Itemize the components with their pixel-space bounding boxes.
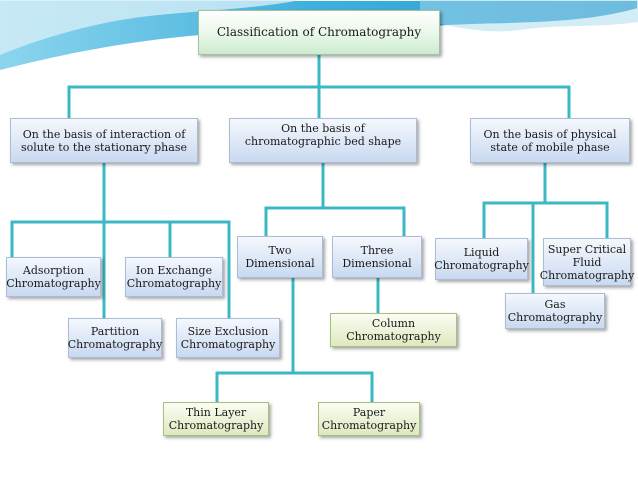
node-column: Column Chromatography <box>330 313 457 347</box>
three-dimensional-label: Three Dimensional <box>342 244 412 270</box>
partition-label: Partition Chromatography <box>67 325 163 351</box>
node-ion-exchange: Ion Exchange Chromatography <box>125 257 223 297</box>
node-basis-bed-shape: On the basis of chromatographic bed shap… <box>229 118 417 163</box>
supercritical-label: Super Critical Fluid Chromatography <box>539 242 635 282</box>
basis-physical-state-label: On the basis of physical state of mobile… <box>483 127 617 154</box>
node-three-dimensional: Three Dimensional <box>332 236 422 278</box>
gas-label: Gas Chromatography <box>507 298 603 324</box>
node-gas: Gas Chromatography <box>505 293 605 329</box>
node-thin-layer: Thin Layer Chromatography <box>163 402 269 436</box>
node-paper: Paper Chromatography <box>318 402 420 436</box>
adsorption-label: Adsorption Chromatography <box>6 264 101 290</box>
node-basis-physical-state: On the basis of physical state of mobile… <box>470 118 630 163</box>
node-size-exclusion: Size Exclusion Chromatography <box>176 318 280 358</box>
node-partition: Partition Chromatography <box>68 318 162 358</box>
node-two-dimensional: Two Dimensional <box>237 236 323 278</box>
node-supercritical: Super Critical Fluid Chromatography <box>540 238 634 286</box>
column-label: Column Chromatography <box>346 317 441 343</box>
node-liquid: Liquid Chromatography <box>434 238 529 280</box>
node-adsorption: Adsorption Chromatography <box>6 257 101 297</box>
node-basis-interaction: On the basis of interaction of solute to… <box>10 118 198 163</box>
thin-layer-label: Thin Layer Chromatography <box>168 406 264 432</box>
two-dimensional-label: Two Dimensional <box>245 244 315 270</box>
basis-interaction-label: On the basis of interaction of solute to… <box>21 127 187 154</box>
liquid-label: Liquid Chromatography <box>434 246 529 272</box>
root-label: Classification of Chromatography <box>216 25 422 39</box>
root-node: Classification of Chromatography <box>198 10 440 55</box>
size-exclusion-label: Size Exclusion Chromatography <box>180 325 276 351</box>
basis-bed-shape-label: On the basis of chromatographic bed shap… <box>244 122 402 148</box>
paper-label: Paper Chromatography <box>321 406 417 432</box>
ion-exchange-label: Ion Exchange Chromatography <box>126 264 222 290</box>
